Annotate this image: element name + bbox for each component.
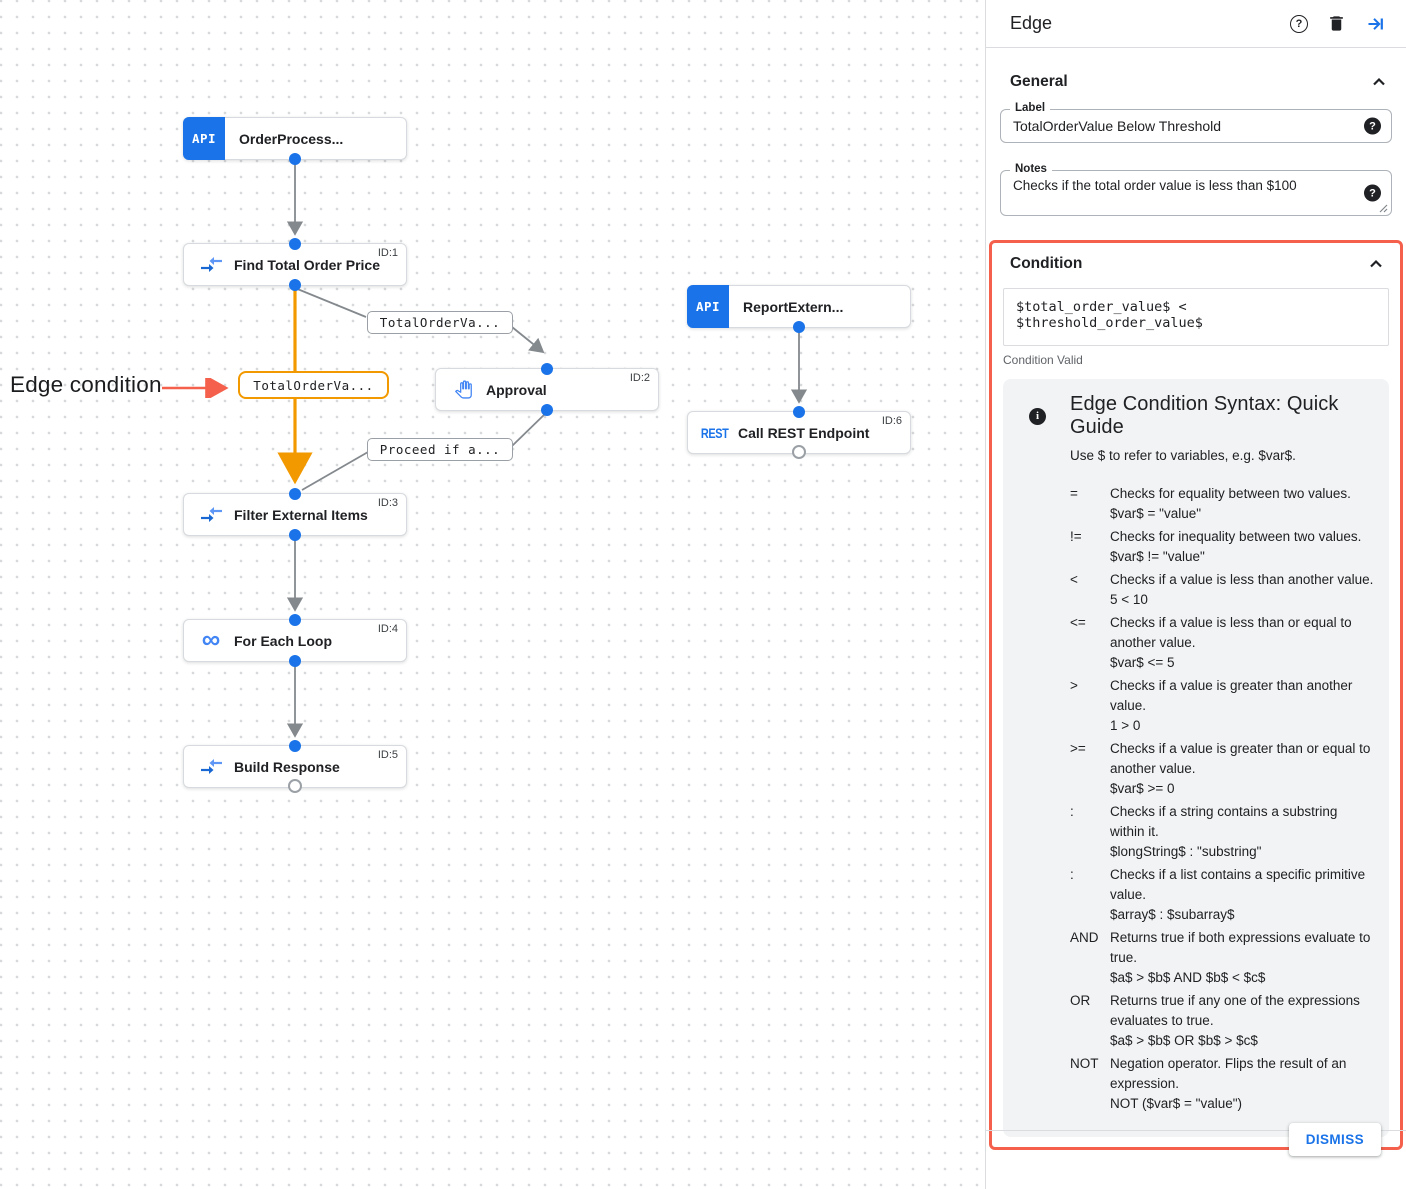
resize-handle-icon[interactable] xyxy=(1378,203,1388,213)
condition-section-header[interactable]: Condition xyxy=(1010,254,1386,274)
input-port[interactable] xyxy=(541,363,553,375)
guide-row: : Checks if a list contains a specific p… xyxy=(1070,867,1366,922)
node-id-badge: ID:1 xyxy=(377,247,398,259)
node-label: For Each Loop xyxy=(234,632,332,649)
help-button[interactable]: ? xyxy=(1290,14,1308,33)
node-label: ReportExtern... xyxy=(743,298,844,315)
general-heading: General xyxy=(1010,73,1068,90)
node-approval[interactable]: ID:2 Approval xyxy=(435,363,659,416)
input-port[interactable] xyxy=(289,740,301,752)
input-port[interactable] xyxy=(289,614,301,626)
node-call-rest-endpoint[interactable]: ID:6 REST Call REST Endpoint xyxy=(687,406,911,459)
output-port[interactable] xyxy=(289,655,301,667)
help-icon: ? xyxy=(1290,14,1308,33)
delete-edge-button[interactable] xyxy=(1327,14,1346,33)
condition-highlight-box: Condition $total_order_value$ < $thresho… xyxy=(989,240,1403,1150)
output-port-open[interactable] xyxy=(792,445,806,459)
syntax-guide-panel: i Edge Condition Syntax: Quick Guide Use… xyxy=(1003,379,1389,1137)
node-id-badge: ID:2 xyxy=(629,372,650,384)
label-help-icon[interactable]: ? xyxy=(1364,117,1381,135)
node-label: OrderProcess... xyxy=(239,130,344,147)
output-port[interactable] xyxy=(793,321,805,333)
guide-row: OR Returns true if any one of the expres… xyxy=(1070,993,1360,1048)
input-port[interactable] xyxy=(793,406,805,418)
node-id-badge: ID:3 xyxy=(377,497,398,509)
edge-condition-annotation: Edge condition xyxy=(10,372,162,397)
notes-field-value[interactable]: Checks if the total order value is less … xyxy=(1013,178,1297,193)
hand-approval-icon xyxy=(450,380,476,399)
dismiss-button[interactable]: DISMISS xyxy=(1288,1123,1381,1156)
edge-label-to-approval[interactable]: TotalOrderVa... xyxy=(367,311,513,334)
label-field[interactable]: Label TotalOrderValue Below Threshold ? xyxy=(1000,102,1392,143)
node-find-total-order-price[interactable]: ID:1 Find Total Order Price xyxy=(183,238,407,291)
condition-heading: Condition xyxy=(1010,255,1083,272)
guide-row: >= Checks if a value is greater than or … xyxy=(1070,741,1371,796)
api-icon: API xyxy=(183,117,225,160)
guide-row: = Checks for equality between two values… xyxy=(1070,486,1351,521)
node-id-badge: ID:5 xyxy=(377,749,398,761)
guide-rows: = Checks for equality between two values… xyxy=(1070,484,1375,1114)
data-mapping-icon xyxy=(198,506,224,523)
edge-properties-panel: Edge ? xyxy=(985,0,1406,1189)
guide-row: < Checks if a value is less than another… xyxy=(1070,572,1374,607)
input-port[interactable] xyxy=(289,238,301,250)
notes-help-icon[interactable]: ? xyxy=(1364,184,1381,202)
node-for-each-loop[interactable]: ID:4 ∞ For Each Loop xyxy=(183,614,407,667)
node-label: Find Total Order Price xyxy=(234,256,380,273)
node-label: Call REST Endpoint xyxy=(738,424,870,441)
collapse-right-icon xyxy=(1368,17,1383,30)
node-id-badge: ID:4 xyxy=(377,623,398,635)
data-mapping-icon xyxy=(198,758,224,775)
node-report-external[interactable]: API ReportExtern... xyxy=(687,285,911,333)
info-icon: i xyxy=(1029,407,1046,425)
flow-canvas[interactable]: API OrderProcess... ID:1 Find Total Orde… xyxy=(0,0,985,1189)
panel-title: Edge xyxy=(1010,13,1053,33)
loop-icon: ∞ xyxy=(201,624,221,654)
chevron-up-icon[interactable] xyxy=(1369,72,1389,92)
node-label: Approval xyxy=(486,381,547,398)
node-id-badge: ID:6 xyxy=(881,415,902,427)
output-port[interactable] xyxy=(289,279,301,291)
guide-row: <= Checks if a value is less than or equ… xyxy=(1070,615,1352,670)
node-label: Build Response xyxy=(234,758,340,775)
trash-icon xyxy=(1330,16,1343,31)
footer-divider xyxy=(986,1130,1406,1131)
edge-connectors xyxy=(277,160,808,738)
data-mapping-icon xyxy=(198,256,224,273)
general-section-header[interactable]: General xyxy=(1010,72,1389,92)
output-port[interactable] xyxy=(541,404,553,416)
api-icon: API xyxy=(687,285,729,328)
panel-header: Edge ? xyxy=(986,0,1406,48)
node-filter-external-items[interactable]: ID:3 Filter External Items xyxy=(183,488,407,541)
node-label: Filter External Items xyxy=(234,506,368,523)
guide-row: : Checks if a string contains a substrin… xyxy=(1070,804,1338,859)
node-order-process[interactable]: API OrderProcess... xyxy=(183,117,407,165)
guide-row: != Checks for inequality between two val… xyxy=(1070,529,1362,564)
edge-label-selected-condition[interactable]: TotalOrderVa... xyxy=(238,371,389,399)
guide-subtitle: Use $ to refer to variables, e.g. $var$. xyxy=(1070,448,1296,463)
condition-valid-status: Condition Valid xyxy=(1003,353,1083,367)
guide-row: > Checks if a value is greater than anot… xyxy=(1070,678,1353,733)
output-port[interactable] xyxy=(289,153,301,165)
guide-row: NOT Negation operator. Flips the result … xyxy=(1070,1056,1347,1111)
node-build-response[interactable]: ID:5 Build Response xyxy=(183,740,407,793)
label-field-value[interactable]: TotalOrderValue Below Threshold xyxy=(1013,118,1222,134)
input-port[interactable] xyxy=(289,488,301,500)
output-port-open[interactable] xyxy=(288,779,302,793)
rest-icon: REST xyxy=(701,424,729,441)
edge-label-proceed[interactable]: Proceed if a... xyxy=(367,438,513,461)
guide-row: AND Returns true if both expressions eva… xyxy=(1070,930,1371,985)
collapse-panel-button[interactable] xyxy=(1365,14,1385,34)
label-field-label: Label xyxy=(1010,102,1051,114)
condition-expression-input[interactable]: $total_order_value$ < $threshold_order_v… xyxy=(1003,288,1389,346)
chevron-up-icon[interactable] xyxy=(1366,254,1386,274)
annotation-arrow-icon xyxy=(162,378,229,398)
output-port[interactable] xyxy=(289,529,301,541)
notes-field-label: Notes xyxy=(1010,163,1052,175)
notes-field[interactable]: Notes Checks if the total order value is… xyxy=(1000,163,1392,216)
guide-title: Edge Condition Syntax: Quick Guide xyxy=(1070,393,1339,438)
